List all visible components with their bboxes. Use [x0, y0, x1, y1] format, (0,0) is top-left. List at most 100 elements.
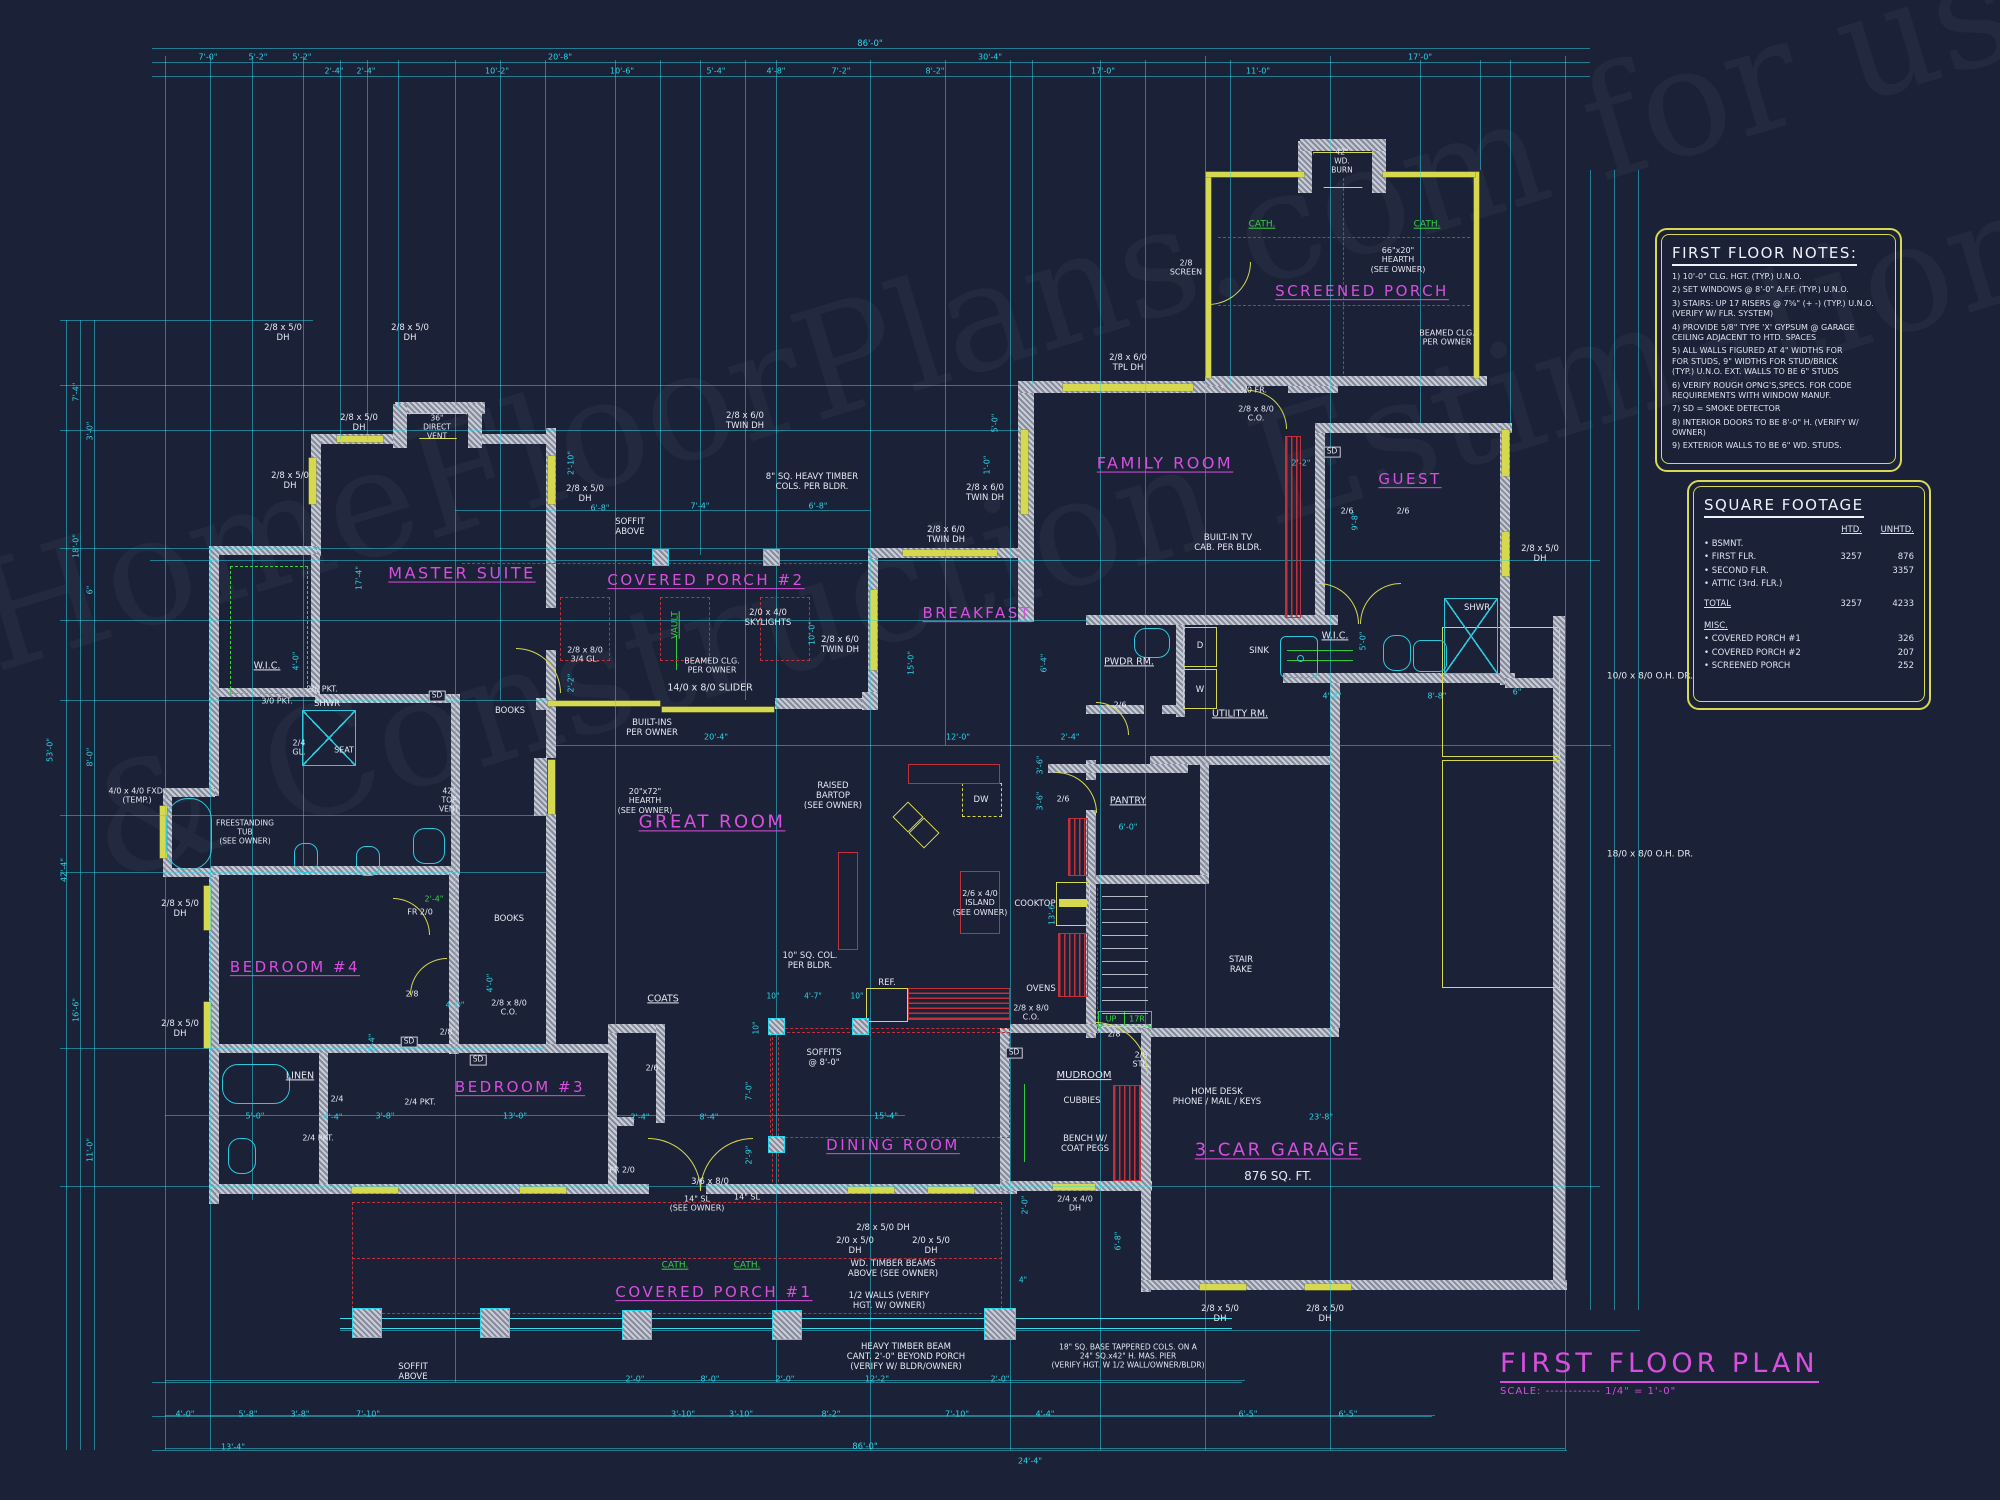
dimension-label: 9'-8" — [1350, 511, 1360, 531]
room-label: SCREENED PORCH — [1275, 282, 1449, 301]
line-c — [1230, 60, 1232, 385]
plumbing-fixture — [222, 1064, 290, 1104]
window — [548, 701, 660, 706]
wall-segment — [478, 434, 556, 444]
window — [1305, 1284, 1351, 1290]
line-c — [152, 48, 1590, 50]
dimension-label: 5'-4" — [706, 66, 726, 76]
plumbing-fixture — [413, 828, 445, 864]
line-c — [60, 1048, 546, 1050]
dimension-label: 7'-0" — [198, 52, 218, 62]
dimension-label: 13'-6" — [1047, 900, 1057, 926]
line-c — [870, 60, 872, 1450]
annotation-label: 2/8 x 5/0 DH — [1201, 1303, 1239, 1324]
annotation-label: 2/6 — [1396, 506, 1410, 516]
wall-segment — [1505, 678, 1563, 688]
dimension-label: 2'-0" — [1020, 1195, 1030, 1215]
line-c — [700, 60, 702, 555]
plumbing-fixture — [1280, 636, 1318, 678]
box-y — [1056, 882, 1090, 926]
window — [548, 456, 555, 504]
annotation-label: 8" SQ. HEAVY TIMBER COLS. PER BLDR. — [765, 471, 859, 492]
dimension-label: 2'-2" — [566, 673, 576, 693]
annotation-label: BEAMED CLG. PER OWNER — [684, 656, 740, 675]
stair-tread — [1102, 896, 1148, 898]
dimension-label: 3'-6" — [1035, 791, 1045, 811]
room-label: MASTER SUITE — [388, 563, 536, 583]
annotation-label: VAULT — [670, 611, 681, 639]
sqft-title: SQUARE FOOTAGE — [1704, 496, 1864, 518]
dimension-label: 3'-8" — [290, 1409, 310, 1419]
dimension-label: 23'-8" — [1308, 1112, 1334, 1122]
note-item: 8) INTERIOR DOORS TO BE 8'-0" H. (VERIFY… — [1672, 417, 1859, 438]
annotation-label: CATH. — [1413, 219, 1441, 230]
annotation-label: 2/8 — [439, 1027, 453, 1037]
note-item: 4) PROVIDE 5/8" TYPE 'X' GYPSUM @ GARAGE… — [1672, 322, 1855, 342]
annotation-label: BEAMED CLG. PER OWNER — [1419, 328, 1475, 347]
annotation-label: PWDR RM. — [1104, 656, 1154, 668]
dimension-label: 8'-8" — [1427, 691, 1447, 701]
annotation-label: 2/4 GL. — [292, 738, 306, 757]
dimension-label: 20'-4" — [703, 732, 729, 742]
line-c — [1010, 60, 1012, 1450]
annotation-label: FREESTANDING TUB (SEE OWNER) — [216, 818, 274, 846]
annotation-label: PANTRY — [1109, 795, 1147, 807]
dimension-label: 7'-4" — [690, 501, 710, 511]
dimension-label: 10'-0" — [807, 620, 817, 646]
window — [160, 806, 167, 858]
wall-segment — [1283, 673, 1515, 683]
wall-segment — [1298, 141, 1312, 193]
dimension-label: 11'-0" — [1245, 66, 1271, 76]
annotation-label: BUILT-IN TV CAB. PER BLDR. — [1194, 532, 1262, 553]
box-y — [866, 988, 908, 1022]
dimension-label: 7'-4" — [71, 382, 81, 402]
annotation-label: BUILT-INS PER OWNER — [626, 717, 678, 738]
wall-segment — [1086, 810, 1096, 1038]
porch-column — [984, 1308, 1016, 1340]
annotation-label: 2/4 PKT. — [302, 1133, 334, 1143]
dimension-label: 6'-5" — [1238, 1409, 1258, 1419]
annotation-label: 2/8 x 8/0 C.O. — [1238, 404, 1274, 423]
annotation-label: 876 SQ. FT. — [1244, 1168, 1312, 1183]
annotation-label: 17R — [1129, 1014, 1145, 1024]
annotation-label: 2/4 — [330, 1094, 344, 1104]
line-c — [66, 320, 68, 1450]
annotation-label: BENCH W/ COAT PEGS — [1060, 1133, 1110, 1154]
dimension-label: 2'-0" — [990, 1374, 1010, 1384]
plumbing-fixture — [228, 1138, 256, 1174]
window — [1021, 430, 1028, 514]
line-c — [60, 430, 1020, 432]
dimension-label: 4'-7" — [804, 991, 822, 1001]
annotation-label: 2/8 x 6/0 TPL DH — [1109, 352, 1147, 373]
dimension-label: 4'-4" — [1035, 1409, 1055, 1419]
porch-column — [768, 1136, 785, 1153]
window — [337, 436, 383, 442]
annotation-label: 2/6 — [645, 1063, 659, 1073]
wall-segment — [211, 546, 317, 555]
line-c — [60, 385, 1020, 387]
wall-segment — [1300, 139, 1386, 151]
room-label: BREAKFAST — [922, 604, 1032, 623]
dimension-label: 8'-2" — [925, 66, 945, 76]
plumbing-fixture — [1134, 628, 1170, 658]
note-item: 9) EXTERIOR WALLS TO BE 6" WD. STUDS. — [1672, 441, 1842, 451]
annotation-label: 2/8 x 5/0 DH — [271, 470, 309, 491]
wall-segment — [1330, 683, 1340, 1028]
wall-segment — [211, 1184, 333, 1194]
wall-segment — [1151, 1028, 1339, 1037]
line-c — [1480, 60, 1482, 170]
annotation-label: 2/8 x 6/0 TWIN DH — [926, 524, 966, 545]
annotation-label: UP — [1105, 1014, 1117, 1024]
wall-segment — [608, 1024, 617, 1194]
annotation-label: 2/4 x 4/0 DH — [1057, 1194, 1093, 1213]
box-rd — [770, 1028, 1010, 1138]
dimension-label: 5'-0" — [1358, 631, 1368, 651]
dimension-label: 8'-0" — [700, 1374, 720, 1384]
wall-segment — [311, 554, 320, 697]
line-c — [165, 1415, 1435, 1417]
dimension-label: 5'-8" — [238, 1409, 258, 1419]
dimension-label: 24'-4" — [1017, 1456, 1043, 1466]
annotation-label: W — [1195, 684, 1205, 695]
